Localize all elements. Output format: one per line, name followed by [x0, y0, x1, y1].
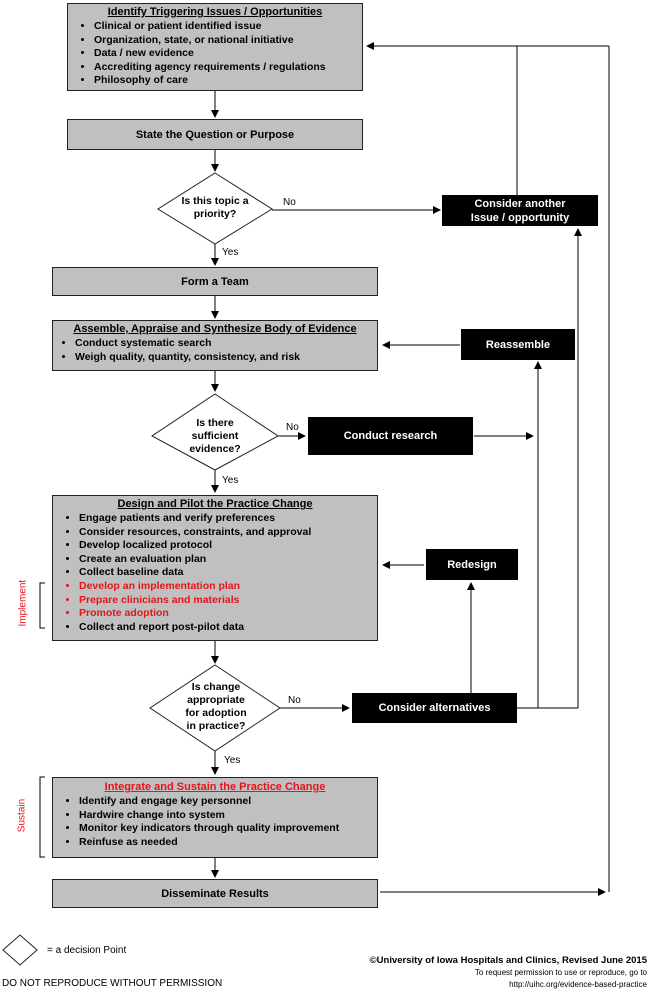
consider-another-label: Consider another Issue / opportunity	[470, 197, 570, 224]
design-box: Design and Pilot the Practice Change Eng…	[52, 495, 378, 641]
priority-decision-text: Is this topic a priority?	[181, 195, 249, 220]
assemble-title: Assemble, Appraise and Synthesize Body o…	[73, 323, 357, 335]
list-item: Organization, state, or national initiat…	[94, 34, 362, 48]
list-item: Data / new evidence	[94, 47, 362, 61]
list-item: Develop an implementation plan	[79, 580, 377, 594]
implement-label: Implement	[17, 579, 29, 627]
priority-yes-label: Yes	[222, 247, 239, 258]
list-item: Engage patients and verify preferences	[79, 512, 377, 526]
list-item: Identify and engage key personnel	[79, 795, 377, 809]
evidence-decision-text: Is there sufficient evidence?	[189, 417, 241, 455]
alternatives-label: Consider alternatives	[378, 702, 491, 714]
reassemble-box: Reassemble	[461, 329, 575, 360]
list-item: Philosophy of care	[94, 74, 362, 88]
integrate-box: Integrate and Sustain the Practice Chang…	[52, 777, 378, 858]
list-item: Conduct systematic search	[75, 337, 377, 351]
design-title: Design and Pilot the Practice Change	[117, 498, 313, 510]
identify-box: Identify Triggering Issues / Opportuniti…	[67, 3, 363, 91]
team-label: Form a Team	[181, 275, 249, 288]
design-list: Engage patients and verify preferences C…	[53, 512, 377, 634]
question-box: State the Question or Purpose	[67, 119, 363, 150]
list-item: Monitor key indicators through quality i…	[79, 822, 377, 836]
list-item: Collect and report post-pilot data	[79, 621, 377, 635]
priority-diamond	[157, 172, 273, 245]
legend-diamond	[2, 934, 38, 966]
assemble-box: Assemble, Appraise and Synthesize Body o…	[52, 320, 378, 371]
identify-title: Identify Triggering Issues / Opportuniti…	[107, 6, 323, 18]
evidence-no-label: No	[286, 422, 299, 433]
list-item: Collect baseline data	[79, 566, 377, 580]
list-item: Clinical or patient identified issue	[94, 20, 362, 34]
research-label: Conduct research	[343, 430, 438, 442]
sustain-label: Sustain	[16, 798, 28, 833]
change-diamond	[149, 664, 281, 752]
research-box: Conduct research	[308, 417, 473, 455]
priority-no-label: No	[283, 197, 296, 208]
alternatives-box: Consider alternatives	[352, 693, 517, 723]
consider-another-box: Consider another Issue / opportunity	[442, 195, 598, 226]
disseminate-label: Disseminate Results	[161, 887, 269, 900]
change-decision-text: Is change appropriate for adoption in pr…	[185, 681, 247, 732]
evidence-yes-label: Yes	[222, 475, 239, 486]
list-item: Promote adoption	[79, 607, 377, 621]
reassemble-label: Reassemble	[485, 338, 551, 351]
notice-text: DO NOT REPRODUCE WITHOUT PERMISSION	[2, 978, 223, 989]
question-label: State the Question or Purpose	[135, 128, 295, 141]
assemble-list: Conduct systematic search Weigh quality,…	[53, 337, 377, 364]
redesign-label: Redesign	[447, 558, 497, 571]
list-item: Consider resources, constraints, and app…	[79, 526, 377, 540]
legend-text: = a decision Point	[47, 945, 127, 956]
redesign-box: Redesign	[426, 549, 518, 580]
url-text: http://uihc.org/evidence-based-practice	[509, 980, 647, 989]
list-item: Develop localized protocol	[79, 539, 377, 553]
list-item: Weigh quality, quantity, consistency, an…	[75, 351, 377, 365]
evidence-diamond	[151, 393, 279, 471]
list-item: Create an evaluation plan	[79, 553, 377, 567]
list-item: Prepare clinicians and materials	[79, 594, 377, 608]
change-yes-label: Yes	[224, 755, 241, 766]
permission-text: To request permission to use or reproduc…	[474, 968, 647, 977]
identify-list: Clinical or patient identified issue Org…	[68, 20, 362, 88]
list-item: Accrediting agency requirements / regula…	[94, 61, 362, 75]
integrate-title: Integrate and Sustain the Practice Chang…	[104, 781, 326, 793]
team-box: Form a Team	[52, 267, 378, 296]
disseminate-box: Disseminate Results	[52, 879, 378, 908]
integrate-list: Identify and engage key personnel Hardwi…	[53, 795, 377, 849]
list-item: Reinfuse as needed	[79, 836, 377, 850]
change-no-label: No	[288, 695, 301, 706]
list-item: Hardwire change into system	[79, 809, 377, 823]
copyright-text: ©University of Iowa Hospitals and Clinic…	[369, 955, 647, 966]
